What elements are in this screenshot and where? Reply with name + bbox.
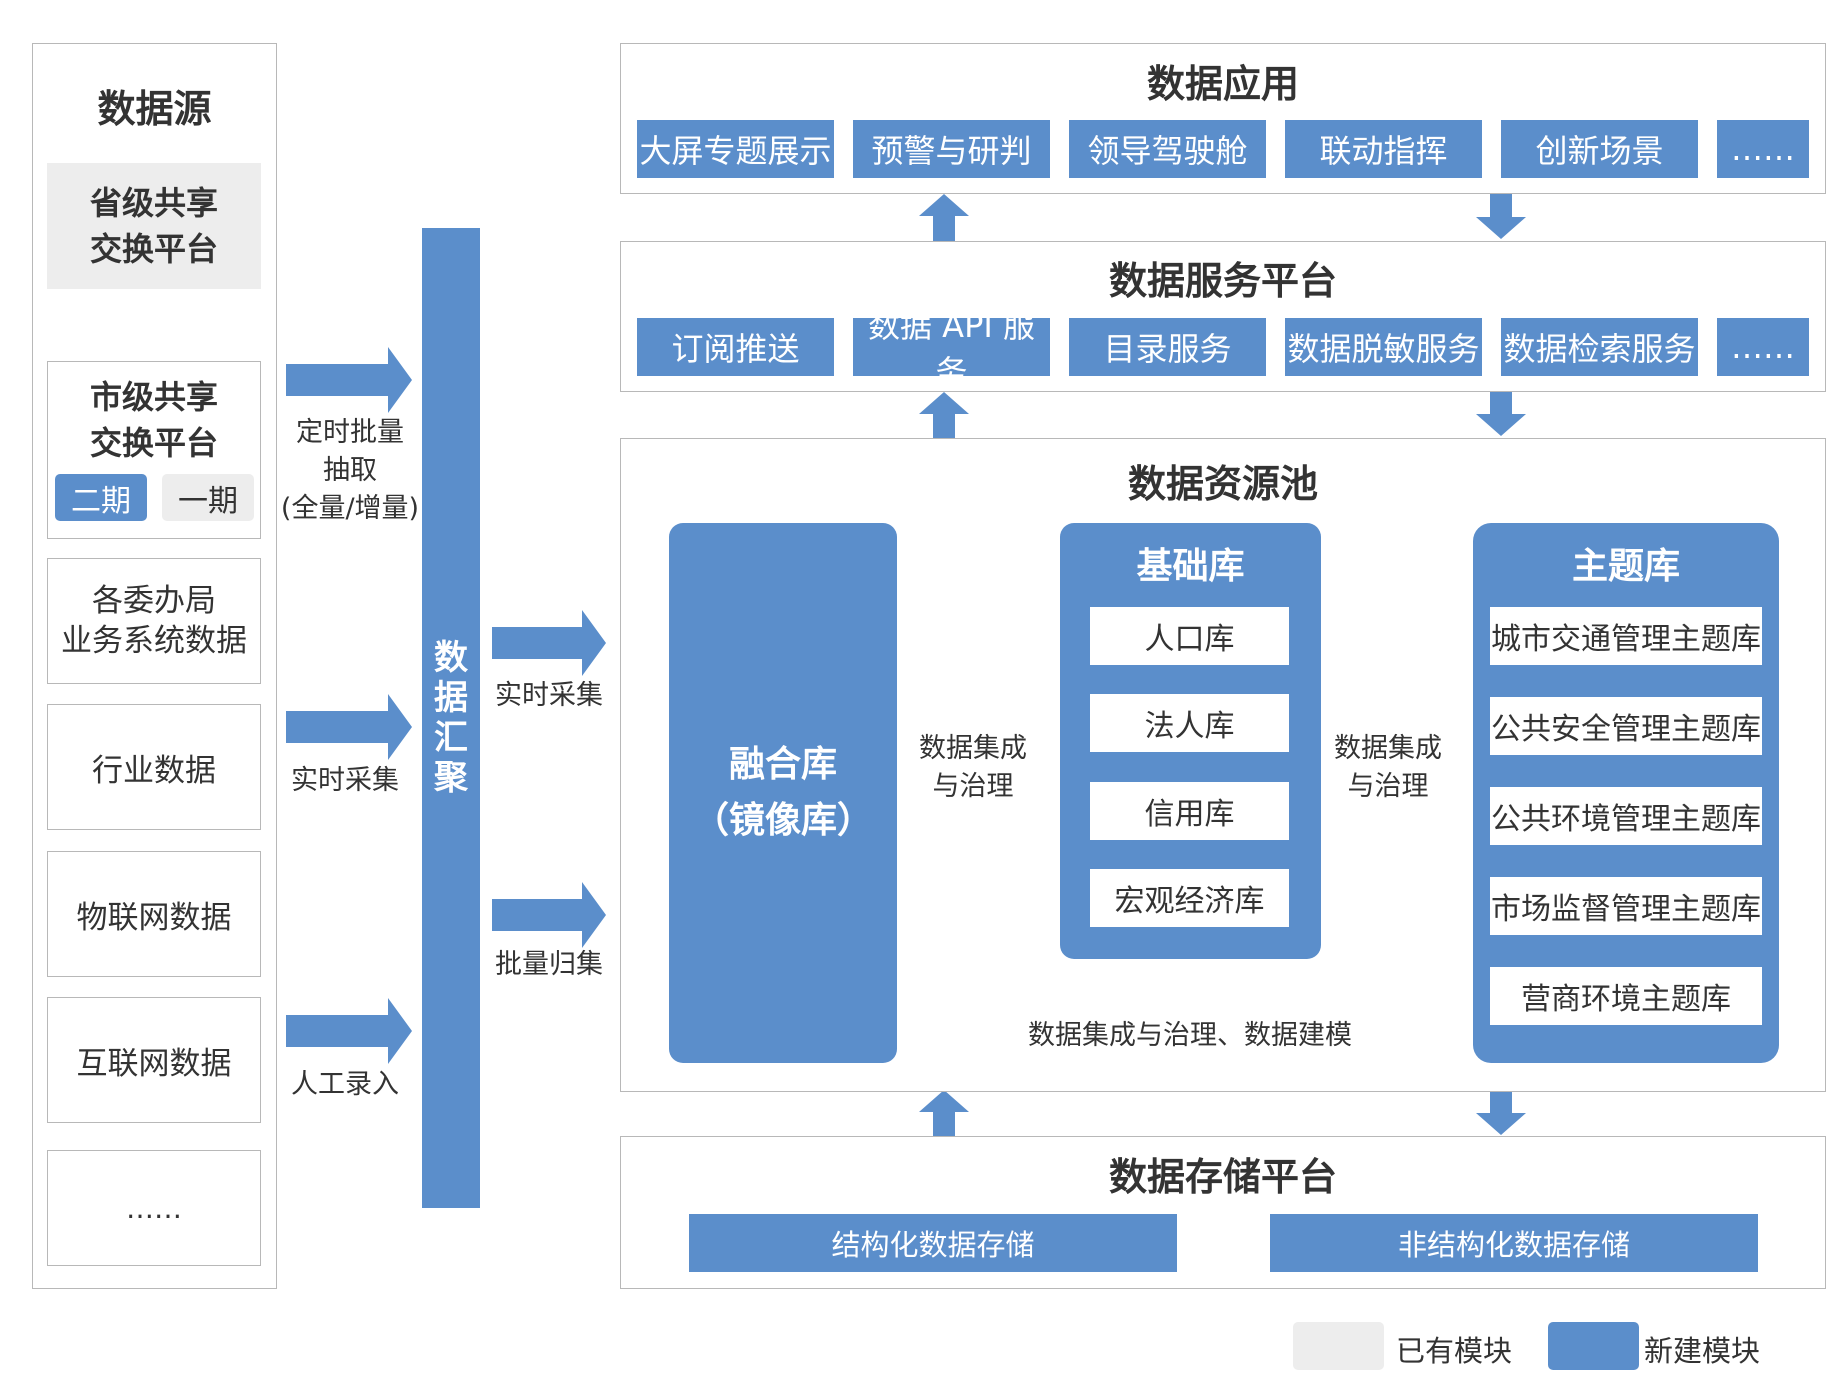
storage-platform-title: 数据存储平台 [1108, 1154, 1337, 1199]
theme-library-item[interactable]: 公共环境管理主题库 [1490, 787, 1762, 845]
legend-new-swatch [1548, 1322, 1639, 1370]
arrow-realtime-right [492, 610, 606, 676]
storage-unstructured[interactable]: 非结构化数据存储 [1270, 1214, 1758, 1272]
arrow-up-1 [919, 194, 969, 241]
municipal-platform-label: 市级共享 交换平台 [89, 378, 218, 462]
app-item[interactable]: 联动指挥 [1285, 120, 1482, 178]
arrow-down-2 [1476, 392, 1526, 436]
service-item[interactable]: 订阅推送 [637, 318, 834, 376]
arrow-realtime-left [286, 694, 412, 760]
flow-label-manual: 人工录入 [291, 1069, 399, 1100]
app-item[interactable]: 预警与研判 [853, 120, 1050, 178]
service-item[interactable]: 数据 API 服务 [853, 307, 1050, 391]
flow-label-base-theme: 数据集成 与治理 [1334, 733, 1442, 802]
provincial-platform-label: 省级共享 交换平台 [89, 184, 218, 268]
service-item[interactable]: 目录服务 [1069, 318, 1266, 376]
app-item[interactable]: 领导驾驶舱 [1069, 120, 1266, 178]
aggregation-label: 数 据 汇 聚 [434, 638, 468, 798]
theme-library-item[interactable]: 城市交通管理主题库 [1490, 607, 1762, 665]
source-item: 物联网数据 [47, 851, 261, 977]
flow-label-batch: 批量归集 [495, 949, 603, 980]
source-item-label: 各委办局 业务系统数据 [61, 583, 247, 659]
theme-library-item[interactable]: 市场监督管理主题库 [1490, 877, 1762, 935]
arrow-scheduled [286, 347, 412, 413]
data-source-title: 数据源 [97, 86, 212, 131]
applications-title: 数据应用 [1146, 61, 1299, 106]
legend-existing-label: 已有模块 [1396, 1334, 1513, 1368]
theme-library-title: 主题库 [1571, 546, 1680, 587]
source-item-label: 物联网数据 [76, 899, 232, 936]
phase1-badge: 一期 [162, 474, 254, 521]
arrow-up-3 [919, 1090, 969, 1136]
app-item[interactable]: 创新场景 [1501, 120, 1698, 178]
resource-pool-title: 数据资源池 [1127, 461, 1318, 506]
base-library-item[interactable]: 宏观经济库 [1090, 869, 1289, 927]
flow-label-scheduled: 定时批量 抽取 (全量/增量) [280, 417, 420, 524]
arrow-manual [286, 998, 412, 1064]
arrow-up-2 [919, 392, 969, 438]
base-library-item[interactable]: 法人库 [1090, 694, 1289, 752]
base-library-item[interactable]: 人口库 [1090, 607, 1289, 665]
app-item[interactable]: …… [1717, 120, 1809, 178]
fusion-library[interactable]: 融合库 （镜像库） [669, 523, 897, 1063]
service-item[interactable]: 数据检索服务 [1501, 318, 1698, 376]
source-item: 互联网数据 [47, 997, 261, 1123]
app-item[interactable]: 大屏专题展示 [637, 120, 834, 178]
flow-label-fusion-theme: 数据集成与治理、数据建模 [1028, 1020, 1352, 1051]
arrow-batch [492, 882, 606, 948]
arrow-down-1 [1476, 194, 1526, 239]
theme-library-item[interactable]: 公共安全管理主题库 [1490, 697, 1762, 755]
service-platform-title: 数据服务平台 [1108, 258, 1337, 303]
source-item: 行业数据 [47, 704, 261, 830]
storage-structured[interactable]: 结构化数据存储 [689, 1214, 1177, 1272]
theme-library-item[interactable]: 营商环境主题库 [1490, 967, 1762, 1025]
service-item[interactable]: 数据脱敏服务 [1285, 318, 1482, 376]
legend-existing-swatch [1293, 1322, 1384, 1370]
provincial-platform: 省级共享 交换平台 [47, 163, 261, 289]
phase2-badge: 二期 [55, 474, 147, 521]
aggregation-bar: 数 据 汇 聚 [422, 228, 480, 1208]
source-item-label: 行业数据 [92, 752, 216, 789]
arrow-down-3 [1476, 1090, 1526, 1135]
flow-label-realtime-left: 实时采集 [291, 765, 399, 796]
source-item: 各委办局 业务系统数据 [47, 558, 261, 684]
flow-label-fusion-base: 数据集成 与治理 [919, 733, 1027, 802]
base-library-item[interactable]: 信用库 [1090, 782, 1289, 840]
legend-new-label: 新建模块 [1644, 1334, 1761, 1368]
source-item: …… [47, 1150, 261, 1266]
source-item-label: …… [126, 1191, 182, 1225]
service-item[interactable]: …… [1717, 318, 1809, 376]
base-library-title: 基础库 [1136, 546, 1245, 587]
fusion-library-label: 融合库 （镜像库） [692, 744, 873, 841]
flow-label-realtime-right: 实时采集 [495, 680, 603, 711]
source-item-label: 互联网数据 [76, 1045, 232, 1082]
